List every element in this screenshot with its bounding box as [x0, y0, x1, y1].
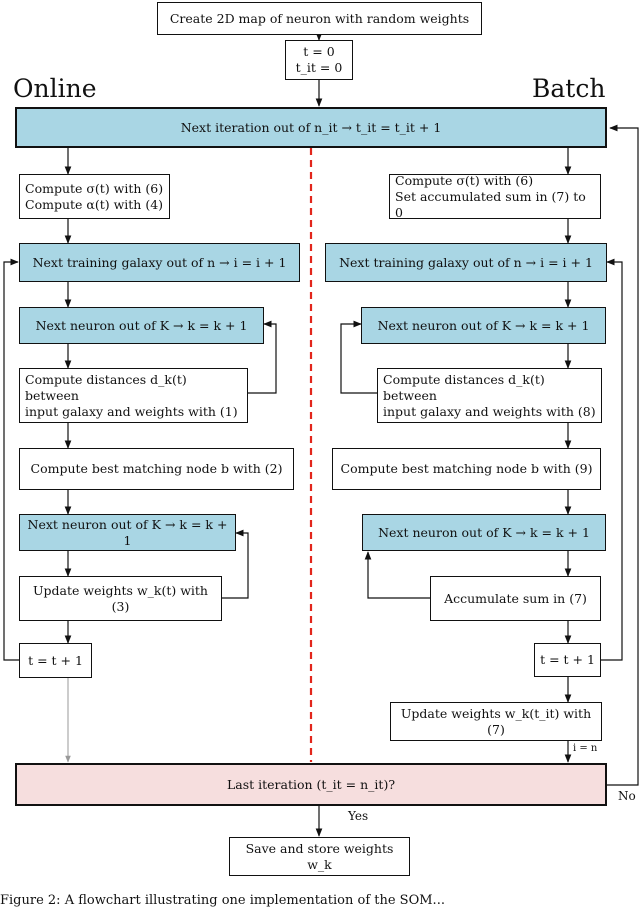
online-next-galaxy-text: Next training galaxy out of n → i = i + … [32, 254, 287, 270]
batch-next-galaxy-text: Next training galaxy out of n → i = i + … [339, 254, 593, 270]
last-iteration-text: Last iteration (t_it = n_it)? [226, 776, 396, 792]
start-text: Create 2D map of neuron with random weig… [169, 10, 470, 26]
online-best-node-box: Compute best matching node b with (2) [19, 448, 294, 490]
online-distances-box: Compute distances d_k(t) between input g… [19, 368, 248, 423]
no-label: No [618, 789, 636, 803]
online-next-neuron-text-1: Next neuron out of K → k = k + 1 [35, 317, 248, 333]
online-distances-lines: Compute distances d_k(t) between input g… [25, 372, 244, 420]
batch-distances-lines: Compute distances d_k(t) between input g… [383, 372, 598, 420]
batch-next-neuron-text-2: Next neuron out of K → k = k + 1 [378, 524, 590, 540]
init-box: t = 0 t_it = 0 [285, 40, 353, 80]
batch-compute-line-2: Set accumulated sum in (7) to 0 [395, 188, 586, 220]
online-next-galaxy-box: Next training galaxy out of n → i = i + … [19, 243, 300, 282]
save-box: Save and store weights w_k [229, 837, 410, 876]
condition-label: i = n [573, 743, 598, 754]
next-iteration-box: Next iteration out of n_it → t_it = t_it… [15, 107, 607, 148]
start-box: Create 2D map of neuron with random weig… [157, 2, 482, 35]
batch-accumulate-box: Accumulate sum in (7) [430, 576, 601, 621]
online-t-increment-box: t = t + 1 [19, 643, 92, 678]
online-next-neuron-text-2: Next neuron out of K → k = k + 1 [27, 516, 228, 548]
init-line-2: t_it = 0 [295, 60, 343, 75]
online-distances-line-2: input galaxy and weights with (1) [25, 403, 238, 419]
figure-caption: Figure 2: A flowchart illustrating one i… [0, 893, 445, 908]
batch-next-neuron-box-2: Next neuron out of K → k = k + 1 [362, 514, 606, 551]
batch-best-node-text: Compute best matching node b with (9) [340, 461, 593, 476]
init-line-1: t = 0 [303, 44, 335, 59]
batch-t-increment-box: t = t + 1 [534, 643, 601, 677]
heading-online: Online [13, 74, 97, 103]
online-next-neuron-box-1: Next neuron out of K → k = k + 1 [19, 307, 264, 344]
online-compute-line-2: Compute α(t) with (4) [25, 196, 164, 212]
init-lines: t = 0 t_it = 0 [296, 44, 343, 76]
batch-t-increment-text: t = t + 1 [540, 652, 595, 667]
online-compute-line-1: Compute σ(t) with (6) [25, 180, 164, 196]
batch-next-galaxy-box: Next training galaxy out of n → i = i + … [325, 243, 607, 282]
save-text: Save and store weights w_k [245, 840, 394, 872]
last-iteration-box: Last iteration (t_it = n_it)? [15, 763, 607, 806]
batch-distances-line-2: input galaxy and weights with (8) [383, 403, 596, 419]
batch-distances-box: Compute distances d_k(t) between input g… [377, 368, 602, 423]
online-t-increment-text: t = t + 1 [28, 652, 83, 668]
batch-compute-box: Compute σ(t) with (6) Set accumulated su… [389, 173, 601, 221]
batch-update-text: Update weights w_k(t_it) with (7) [400, 705, 592, 737]
batch-next-neuron-text-1: Next neuron out of K → k = k + 1 [377, 317, 590, 333]
online-next-neuron-box-2: Next neuron out of K → k = k + 1 [19, 514, 236, 551]
online-compute-box: Compute σ(t) with (6) Compute α(t) with … [19, 174, 170, 219]
batch-distances-line-1: Compute distances d_k(t) between [383, 371, 545, 403]
online-compute-lines: Compute σ(t) with (6) Compute α(t) with … [25, 181, 163, 213]
batch-compute-line-1: Compute σ(t) with (6) [395, 172, 534, 188]
batch-next-neuron-box-1: Next neuron out of K → k = k + 1 [361, 307, 606, 344]
batch-best-node-box: Compute best matching node b with (9) [332, 448, 601, 490]
next-iteration-text: Next iteration out of n_it → t_it = t_it… [180, 119, 442, 135]
online-best-node-text: Compute best matching node b with (2) [30, 461, 283, 476]
yes-label: Yes [348, 809, 369, 823]
online-update-box: Update weights w_k(t) with (3) [19, 576, 222, 621]
batch-update-box: Update weights w_k(t_it) with (7) [390, 702, 602, 741]
online-distances-line-1: Compute distances d_k(t) between [25, 371, 187, 403]
batch-compute-lines: Compute σ(t) with (6) Set accumulated su… [395, 173, 597, 221]
heading-batch: Batch [532, 74, 606, 103]
batch-accumulate-text: Accumulate sum in (7) [444, 590, 587, 606]
online-update-text: Update weights w_k(t) with (3) [33, 582, 208, 614]
